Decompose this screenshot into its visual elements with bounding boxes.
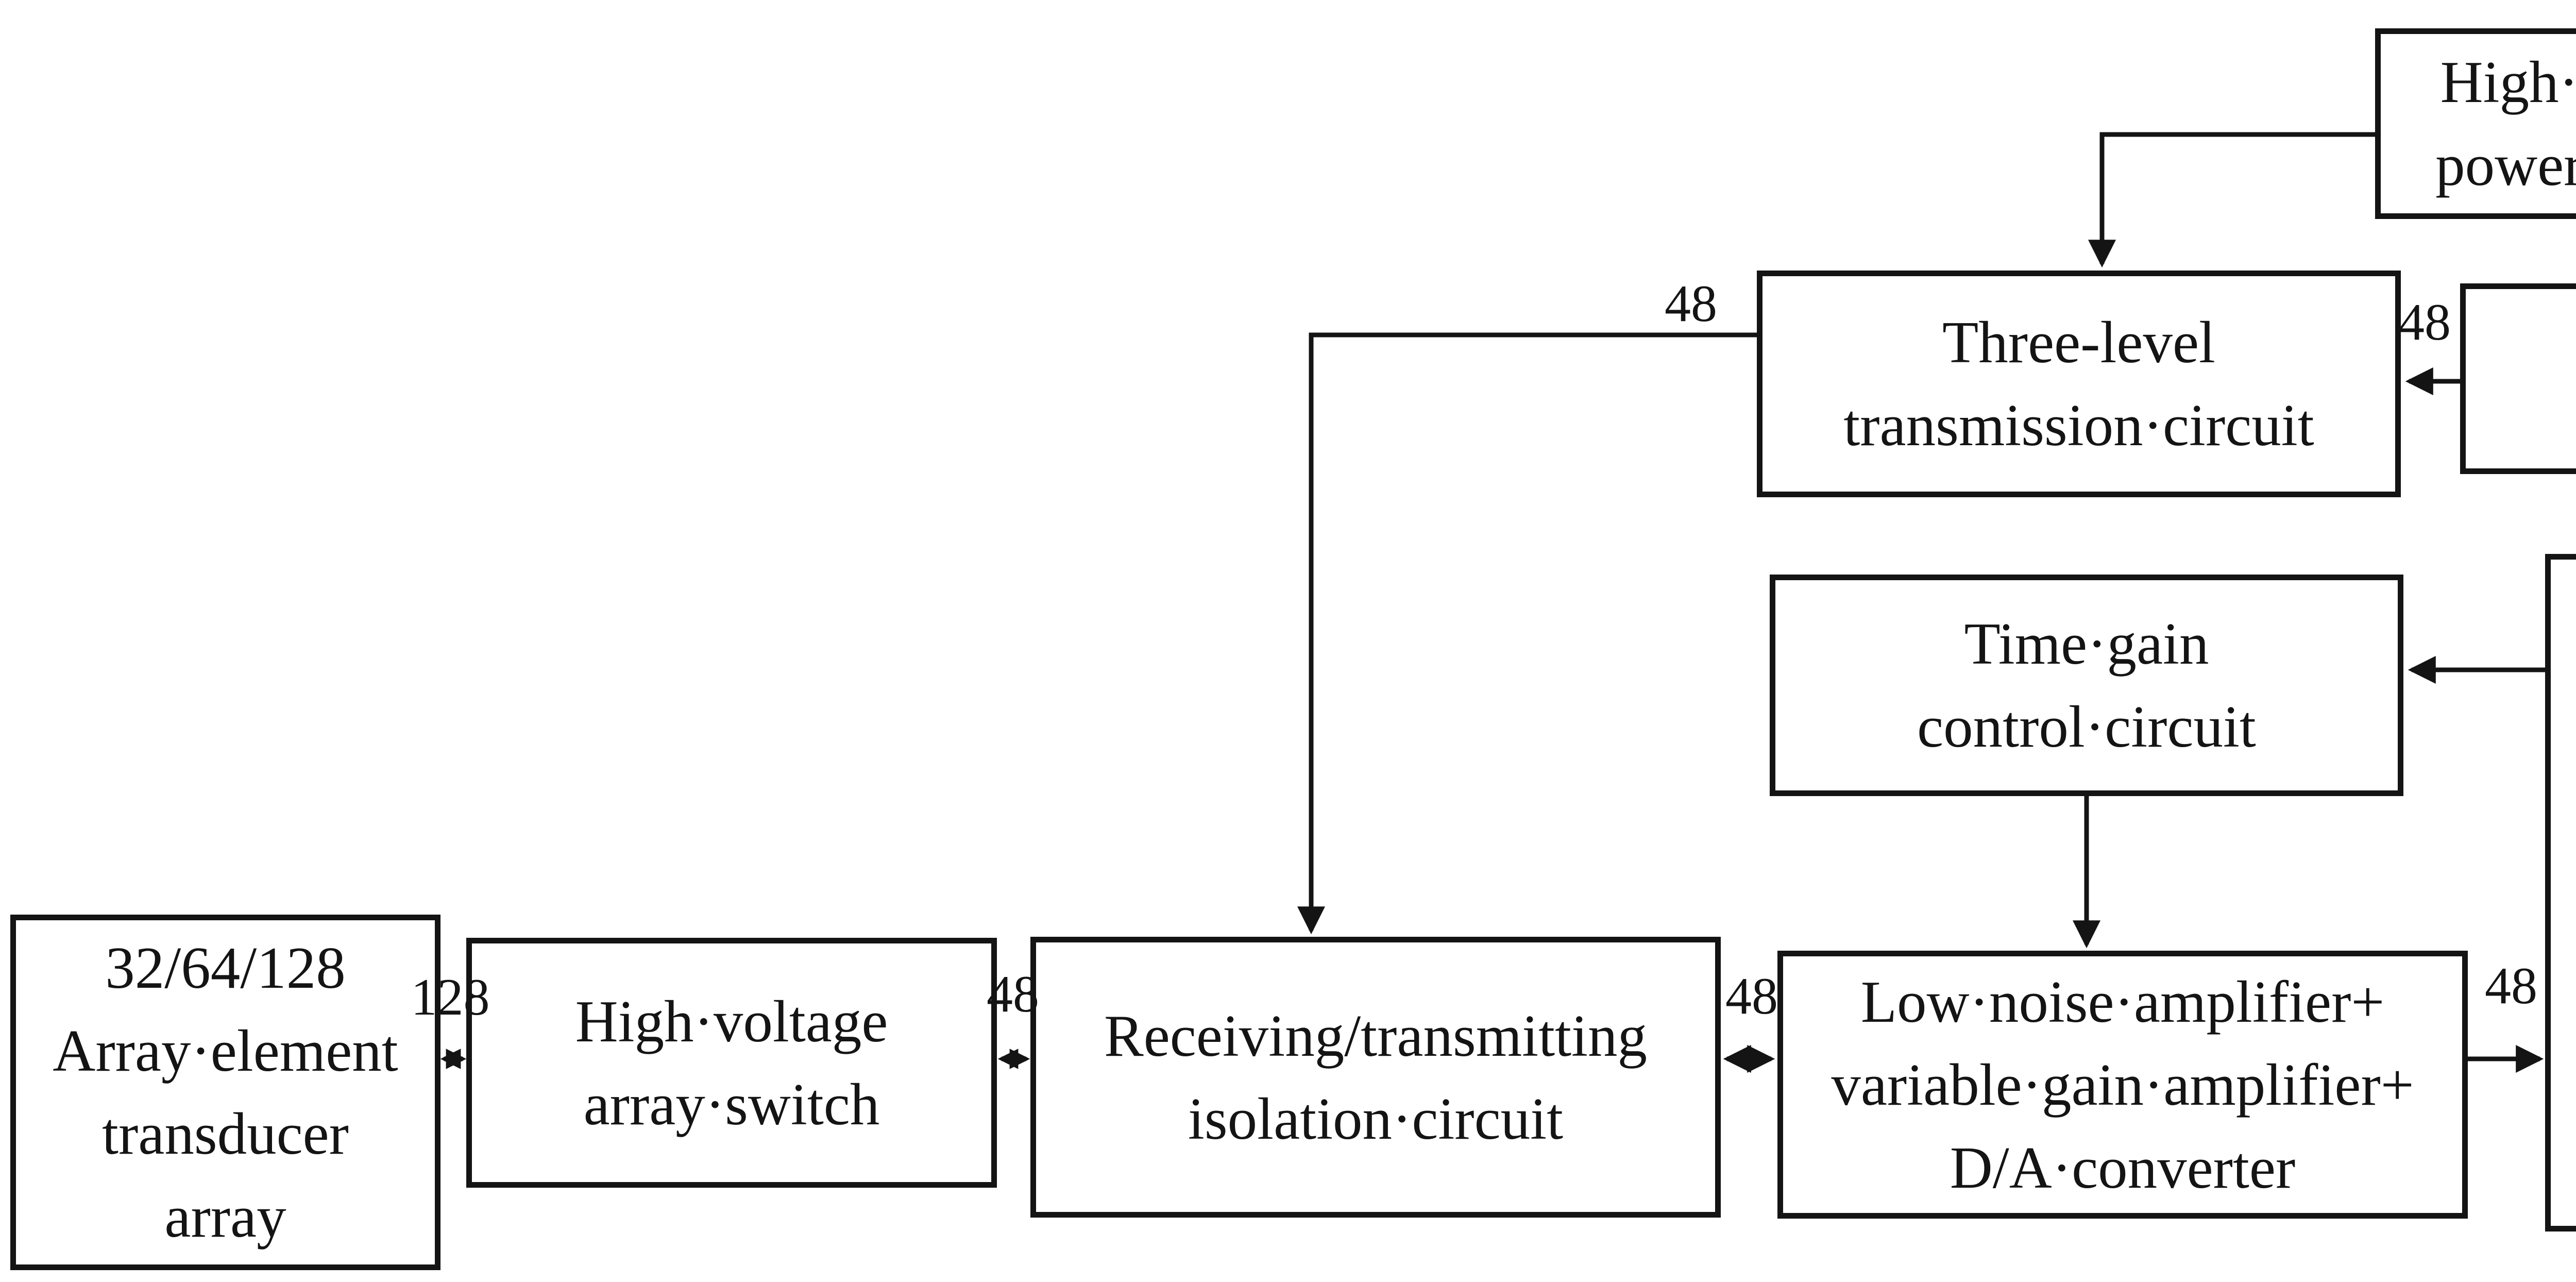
box-transmit-beamformer: Transmit beamformer bbox=[2460, 283, 2576, 474]
bus-width-label-switch-isolation: 48 bbox=[987, 965, 1039, 1023]
box-lna-vga-da-label: Low·noise·amplifier+ variable·gain·ampli… bbox=[1831, 969, 2414, 1201]
box-three-level-transmission-circuit: Three-level transmission·circuit bbox=[1757, 271, 2401, 497]
bus-width-label-transmission-isolation: 48 bbox=[1665, 275, 1717, 333]
bus-width-label-lna-fpga: 48 bbox=[2485, 957, 2537, 1015]
box-three-level-transmission-circuit-label: Three-level transmission·circuit bbox=[1843, 310, 2314, 458]
box-time-gain-control-circuit: Time·gain control·circuit bbox=[1770, 575, 2403, 796]
bus-width-label-isolation-lna: 48 bbox=[1725, 967, 1778, 1025]
arrow-power-to-transmission bbox=[2088, 132, 2375, 268]
bus-width-label-beamformer-transmission: 48 bbox=[2398, 293, 2451, 351]
box-time-gain-control-circuit-label: Time·gain control·circuit bbox=[1917, 611, 2256, 760]
box-transducer-array: 32/64/128 Array·element transducer array bbox=[10, 915, 440, 1270]
box-receiving-fpga: Receiving· FPGA (Beamforming/ Filtering/… bbox=[2545, 554, 2576, 1232]
bus-width-label-transducer-switch: 128 bbox=[411, 968, 490, 1026]
box-isolation-circuit: Receiving/transmitting isolation·circuit bbox=[1030, 937, 1721, 1218]
box-lna-vga-da: Low·noise·amplifier+ variable·gain·ampli… bbox=[1777, 951, 2468, 1219]
box-high-voltage-power-source-label: High·voltage power·source bbox=[2435, 49, 2576, 198]
arrow-transmission-to-isolation bbox=[1297, 332, 1757, 935]
box-transducer-array-label: 32/64/128 Array·element transducer array bbox=[53, 935, 398, 1250]
box-high-voltage-power-source: High·voltage power·source bbox=[2375, 28, 2576, 219]
box-isolation-circuit-label: Receiving/transmitting isolation·circuit bbox=[1104, 1003, 1647, 1152]
box-high-voltage-array-switch: High·voltage array·switch bbox=[466, 938, 997, 1188]
box-high-voltage-array-switch-label: High·voltage array·switch bbox=[575, 988, 888, 1137]
